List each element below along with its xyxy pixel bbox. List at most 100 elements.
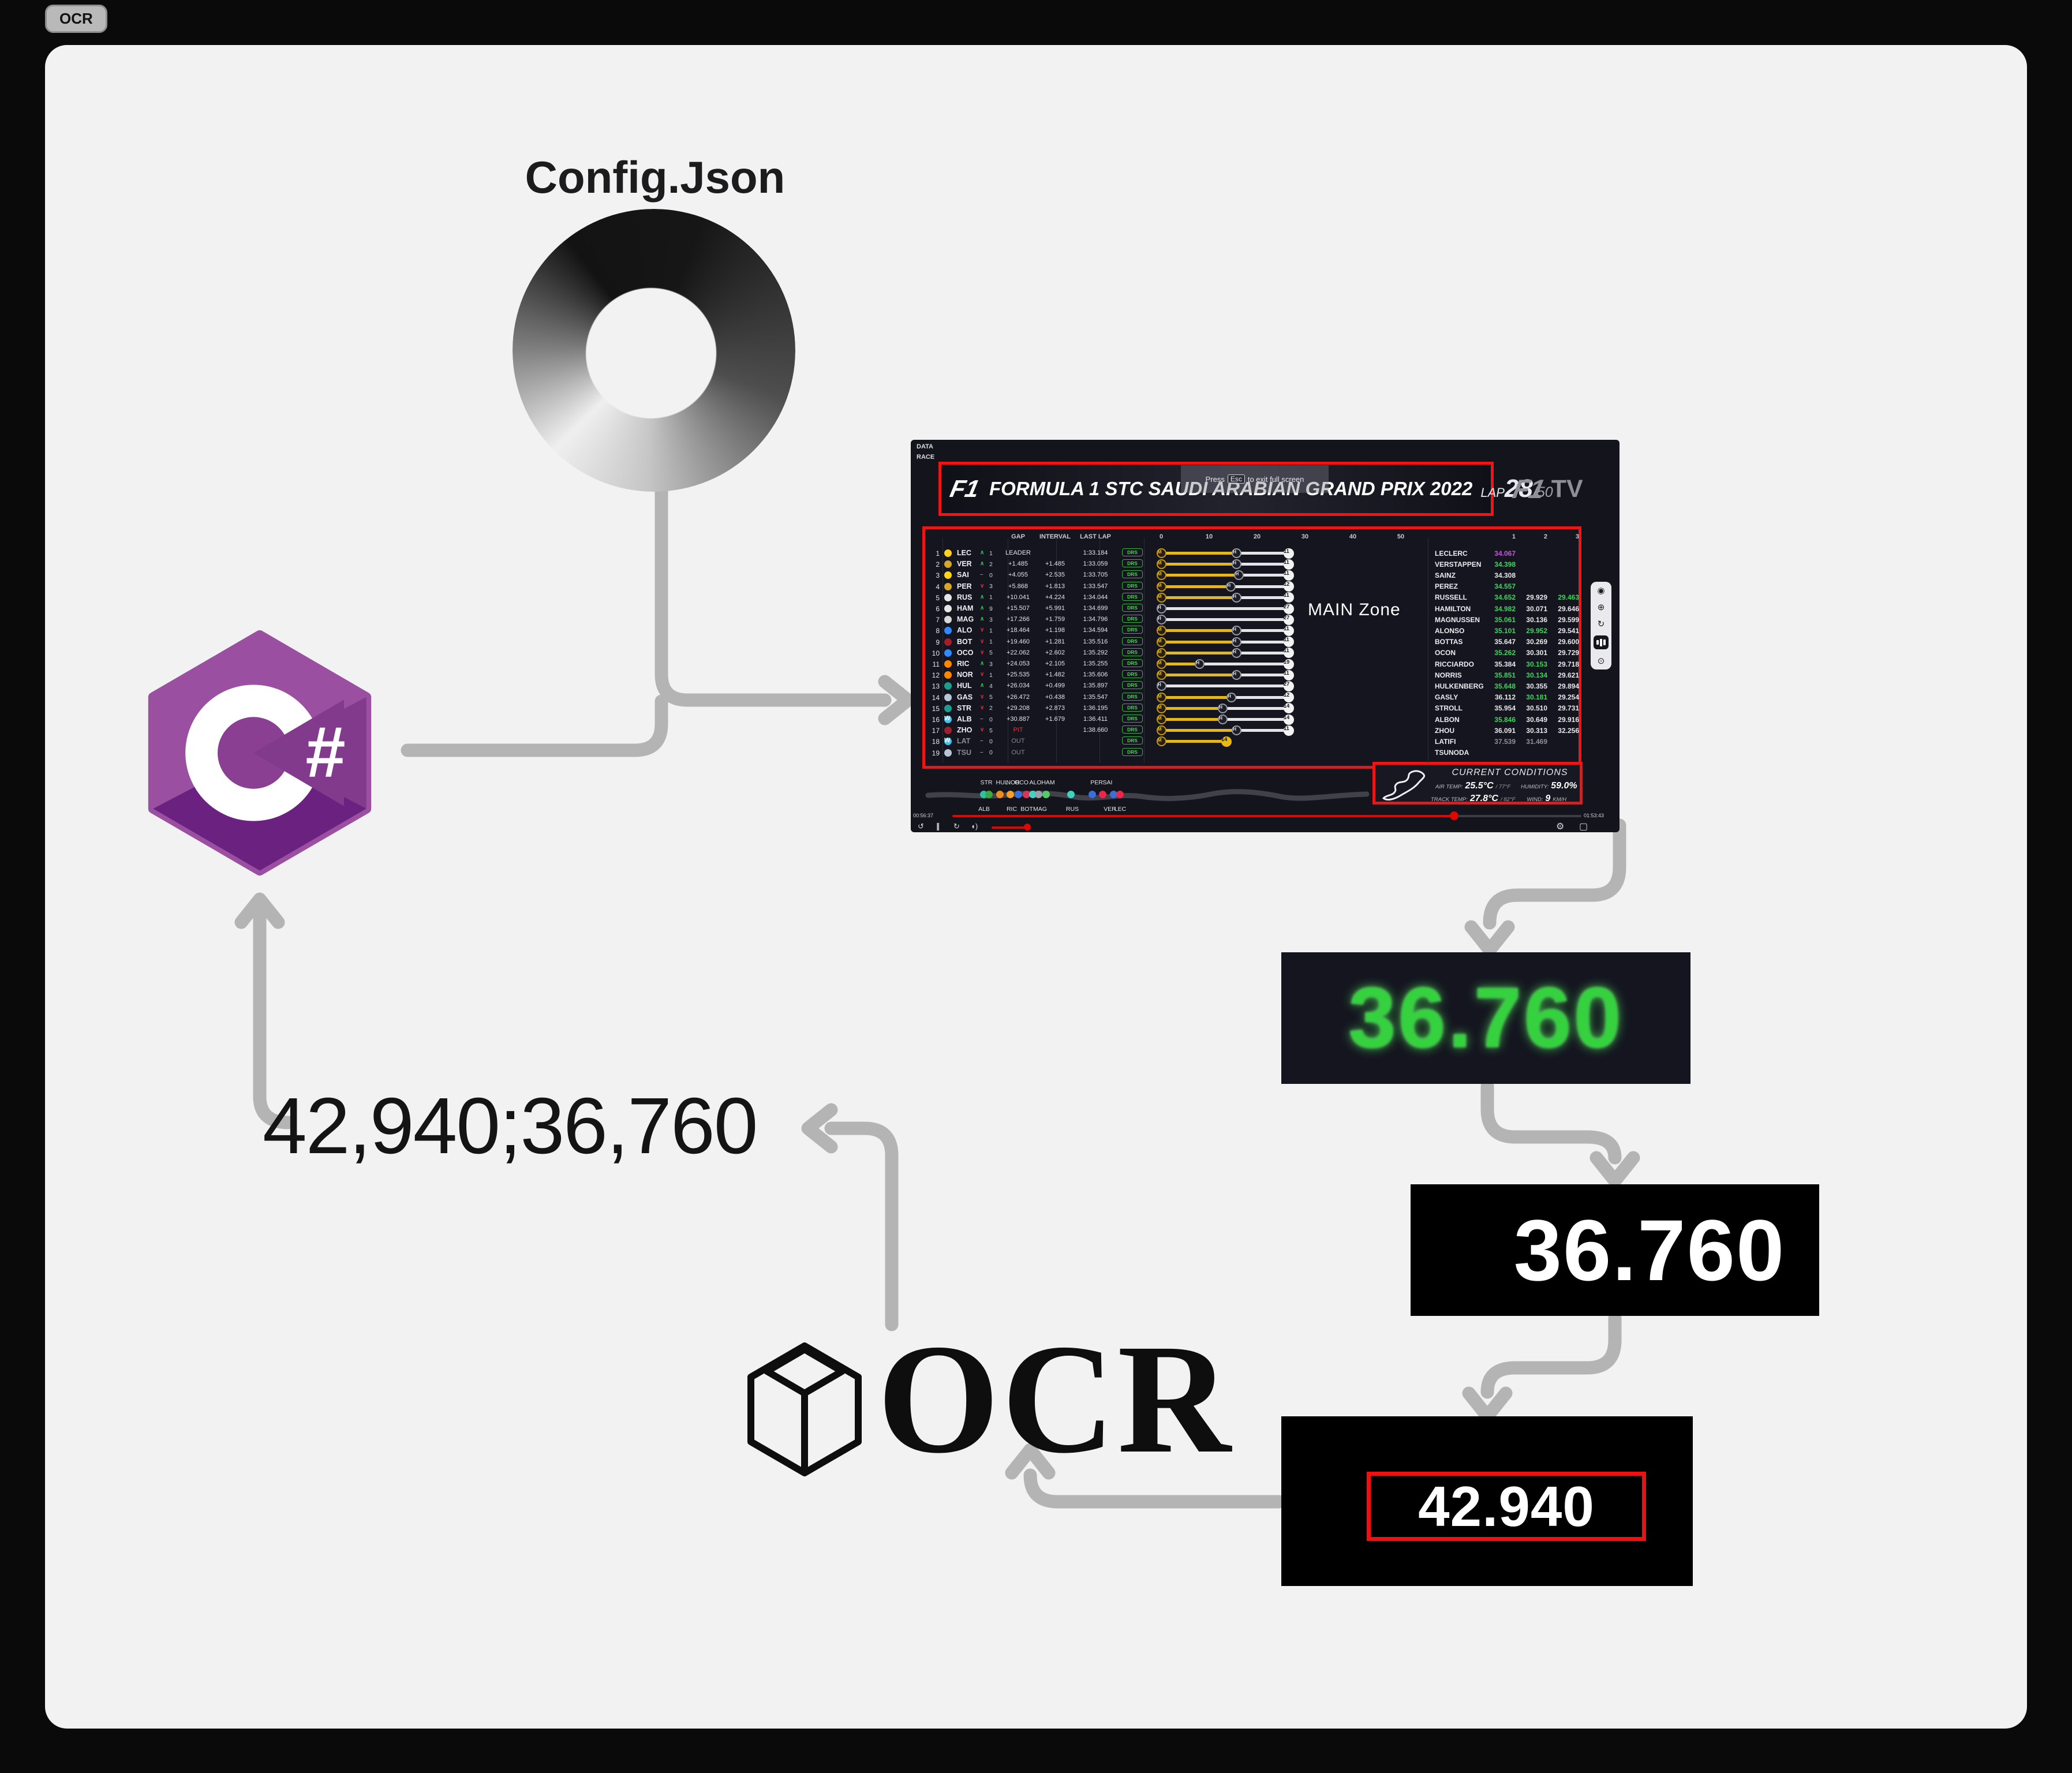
- current-conditions-panel: CURRENT CONDITIONS AIR TEMP: 25.5°C / 77…: [1372, 762, 1583, 805]
- hard-tire-icon: H: [1232, 670, 1242, 680]
- pause-icon[interactable]: ∥: [936, 822, 940, 831]
- green-crop-value: 36.760: [1348, 970, 1624, 1065]
- stint-end-badge: 19: [1283, 659, 1294, 669]
- drs-badge[interactable]: DRS: [1122, 715, 1143, 723]
- hard-tire-icon: H: [1226, 692, 1237, 702]
- drs-badge[interactable]: DRS: [1122, 692, 1143, 701]
- battle-driver-dot: [1116, 791, 1124, 798]
- medium-tire-icon: M: [1157, 592, 1166, 603]
- hard-tire-icon: H: [1157, 615, 1166, 625]
- battle-label-bottom: ALB: [978, 806, 990, 813]
- drs-badge[interactable]: DRS: [1122, 670, 1143, 679]
- drs-badge[interactable]: DRS: [1122, 747, 1143, 756]
- drs-badge[interactable]: DRS: [1122, 570, 1143, 579]
- ocr-tab-badge[interactable]: OCR: [45, 5, 107, 33]
- lap-label: LAP: [1480, 485, 1505, 500]
- battle-driver-dot: [1007, 791, 1014, 798]
- drs-badge[interactable]: DRS: [1122, 626, 1143, 634]
- position-number: 10: [932, 649, 940, 657]
- driver-code: HAM: [957, 604, 974, 612]
- stint-bar-medium: [1165, 596, 1237, 599]
- drs-badge[interactable]: DRS: [1122, 659, 1143, 667]
- medium-tire-icon: M: [1157, 559, 1166, 570]
- chart-icon[interactable]: [1594, 635, 1609, 650]
- fullscreen-icon[interactable]: ▢: [1579, 822, 1588, 832]
- globe-icon[interactable]: ⊕: [1597, 602, 1605, 612]
- forward-icon[interactable]: ↻: [953, 822, 960, 831]
- sector-2-time: 30.136: [1526, 615, 1547, 624]
- sector-2-time: 31.469: [1526, 737, 1547, 746]
- sector-header-3: 3: [1575, 533, 1579, 540]
- sector-header-1: 1: [1512, 533, 1516, 540]
- team-icon-ferrari: [944, 549, 952, 557]
- wind-label: WIND:: [1527, 796, 1543, 803]
- driver-name: NORRIS: [1435, 671, 1462, 679]
- lastlap-value: 1:35.606: [1083, 671, 1108, 679]
- volume-icon[interactable]: ◖): [971, 822, 978, 831]
- drs-badge[interactable]: DRS: [1122, 615, 1143, 623]
- axis-label-20: 20: [1253, 533, 1261, 540]
- team-icon-alfa: [944, 727, 952, 735]
- position-change-arrow: ∨: [980, 638, 985, 645]
- sector-1-time: 35.851: [1494, 671, 1516, 679]
- battle-driver-dot: [996, 791, 1004, 798]
- settings-gear-icon[interactable]: ⚙: [1556, 822, 1565, 832]
- stint-end-badge: 14: [1283, 714, 1294, 725]
- position-change-arrow: ∨: [980, 727, 985, 734]
- position-change-arrow: ∨: [980, 693, 985, 700]
- progress-handle[interactable]: [1450, 811, 1458, 820]
- timing-table-frame: [922, 526, 1581, 769]
- driver-name: VERSTAPPEN: [1435, 560, 1482, 568]
- team-letter: W: [944, 715, 951, 722]
- team-letter: W: [944, 737, 951, 745]
- position-number: 11: [932, 660, 940, 668]
- gap-value: +22.062: [1006, 649, 1030, 656]
- drs-badge[interactable]: DRS: [1122, 604, 1143, 612]
- lastlap-value: 1:33.705: [1083, 571, 1108, 579]
- volume-handle[interactable]: [1024, 824, 1031, 831]
- column-header-interval: INTERVAL: [1039, 533, 1071, 540]
- position-change-arrow: –: [980, 716, 983, 722]
- driver-code: ALB: [957, 715, 972, 723]
- total-time: 01:53:43: [1584, 813, 1605, 818]
- drs-badge[interactable]: DRS: [1122, 637, 1143, 645]
- drs-badge[interactable]: DRS: [1122, 736, 1143, 745]
- drs-badge[interactable]: DRS: [1122, 703, 1143, 712]
- gauge-icon[interactable]: ⊙: [1597, 656, 1605, 667]
- drs-badge[interactable]: DRS: [1122, 725, 1143, 734]
- esc-prefix: Press: [1205, 474, 1225, 484]
- battle-label-top: SAI: [1102, 779, 1113, 786]
- drs-badge[interactable]: DRS: [1122, 559, 1143, 568]
- progress-bar-remaining[interactable]: [1458, 815, 1581, 817]
- drs-badge[interactable]: DRS: [1122, 548, 1143, 556]
- volume-slider[interactable]: [992, 826, 1025, 829]
- battle-label-top: STR: [980, 779, 993, 786]
- gap-value: LEADER: [1005, 549, 1031, 556]
- stint-bar-medium: [1165, 651, 1237, 654]
- interval-value: +2.105: [1045, 660, 1065, 667]
- drs-badge[interactable]: DRS: [1122, 581, 1143, 590]
- driver-name: HAMILTON: [1435, 604, 1471, 613]
- sector-3-time: 29.894: [1558, 682, 1579, 690]
- stint-bar-hard: [1236, 552, 1289, 555]
- rewind-icon[interactable]: ↺: [918, 822, 924, 831]
- esc-suffix: to exit full screen: [1247, 474, 1304, 484]
- drs-badge[interactable]: DRS: [1122, 592, 1143, 601]
- driver-name: ALBON: [1435, 715, 1460, 724]
- medium-tire-icon: M: [1157, 648, 1166, 658]
- battle-driver-dot: [1067, 791, 1075, 798]
- progress-bar-played[interactable]: [952, 815, 1453, 817]
- sector-2-time: 30.153: [1526, 660, 1547, 668]
- team-icon-redbull: [944, 560, 952, 568]
- record-icon[interactable]: ◉: [1597, 585, 1605, 596]
- replay-icon[interactable]: ↻: [1597, 619, 1605, 629]
- drs-badge[interactable]: DRS: [1122, 648, 1143, 656]
- gap-value: +1.485: [1008, 560, 1028, 568]
- drs-badge[interactable]: DRS: [1122, 681, 1143, 690]
- interval-value: +2.873: [1045, 704, 1065, 712]
- f1-logo: F1: [948, 475, 982, 502]
- lastlap-value: 1:35.292: [1083, 649, 1108, 656]
- stint-end-badge: 11: [1283, 548, 1294, 559]
- team-icon-alphatauri: [944, 693, 952, 701]
